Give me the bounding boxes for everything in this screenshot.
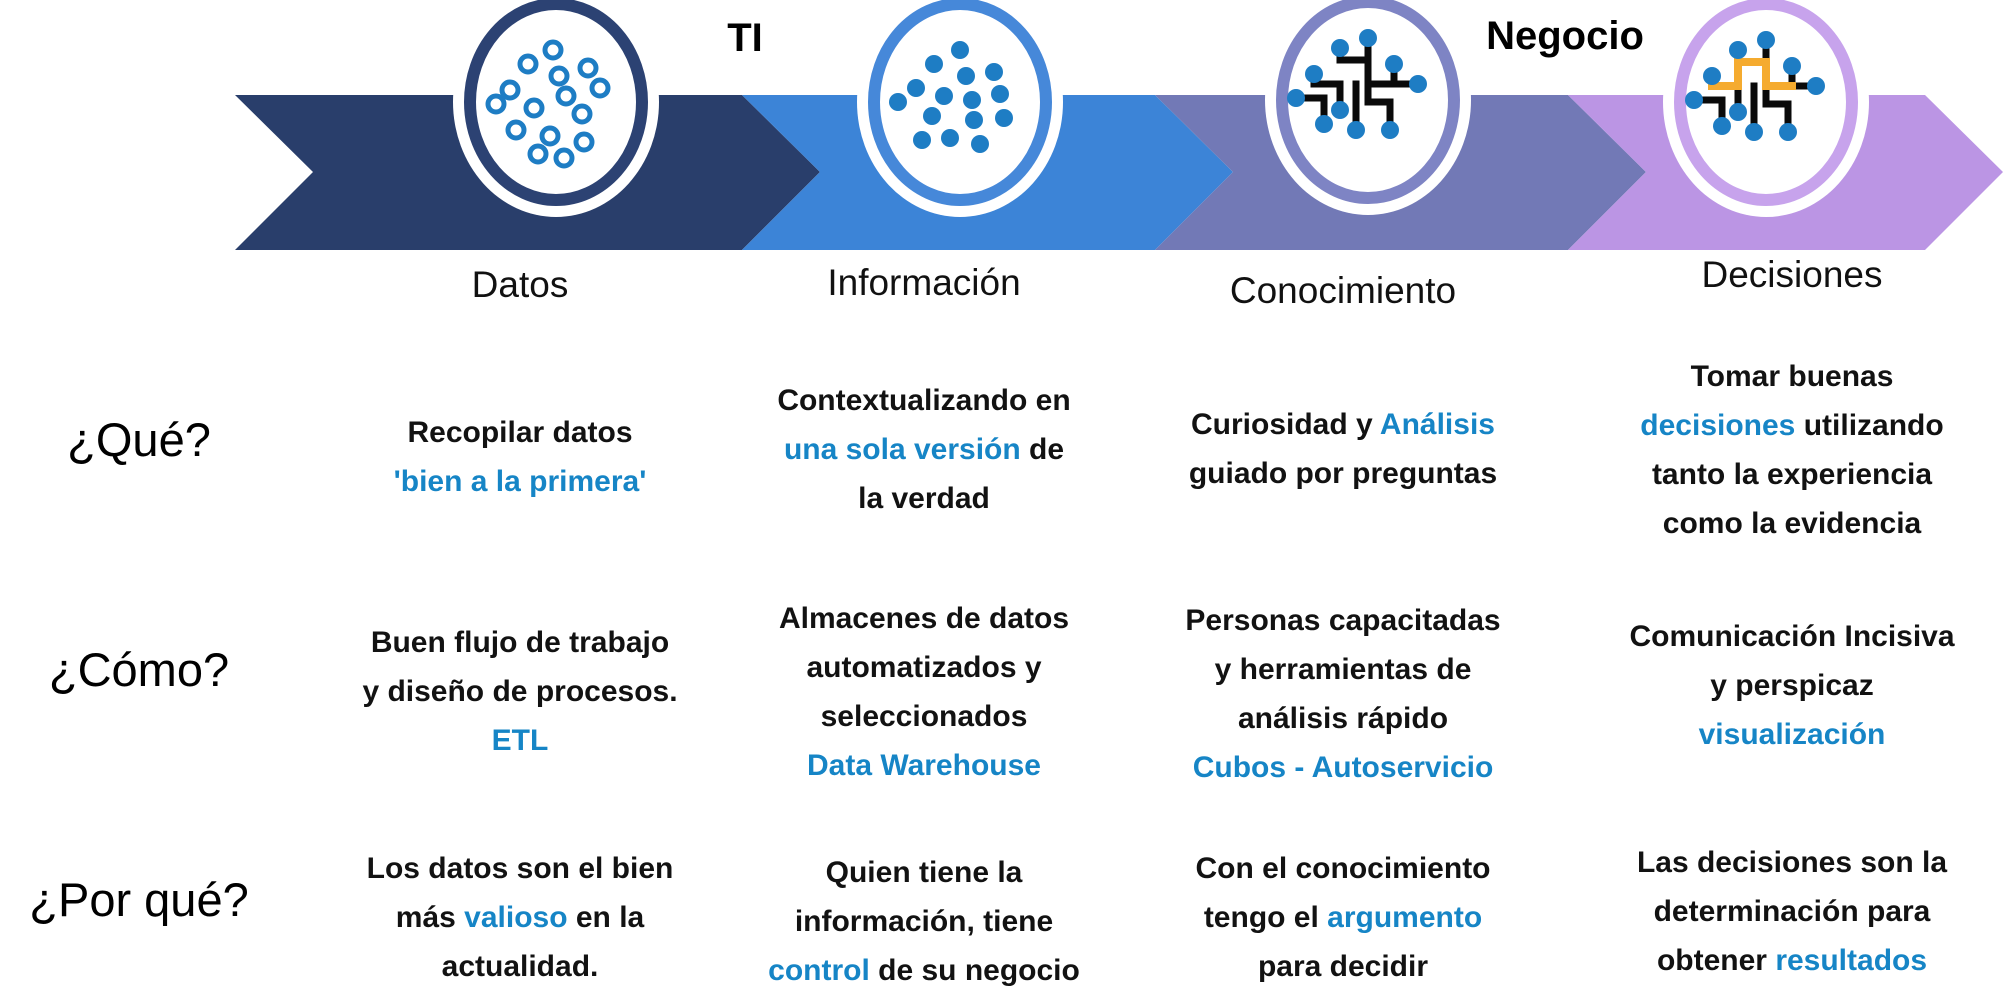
process-arrow-banner [235,0,2003,250]
network-tree-icon [1287,29,1427,139]
stage-circle-conocimiento [1265,0,1471,215]
network-tree-highlighted-icon [1685,31,1825,141]
stage-header-datos: Datos [471,264,569,305]
stage-header-decisiones: Decisiones [1701,254,1883,295]
stage-circle-informacion [857,0,1063,217]
circle-ring [464,0,648,206]
stage-header-informacion: Información [827,262,1021,303]
circle-ring [868,0,1052,206]
zone-label-ti: TI [727,16,763,60]
scattered-dots-icon [889,41,1013,153]
row-label-como: ¿Cómo? [48,643,230,696]
cell-que-datos: Recopilar datos'bien a la primera' [393,416,647,498]
stage-header-conocimiento: Conocimiento [1229,270,1457,311]
zone-label-negocio: Negocio [1486,14,1644,58]
stage-circle-datos [453,0,659,217]
scattered-hollow-dots-icon [485,39,611,169]
stage-circle-decisiones [1663,0,1869,217]
highlighted-path [1708,58,1796,90]
row-label-porque: ¿Por qué? [29,873,249,926]
row-label-que: ¿Qué? [67,413,211,466]
